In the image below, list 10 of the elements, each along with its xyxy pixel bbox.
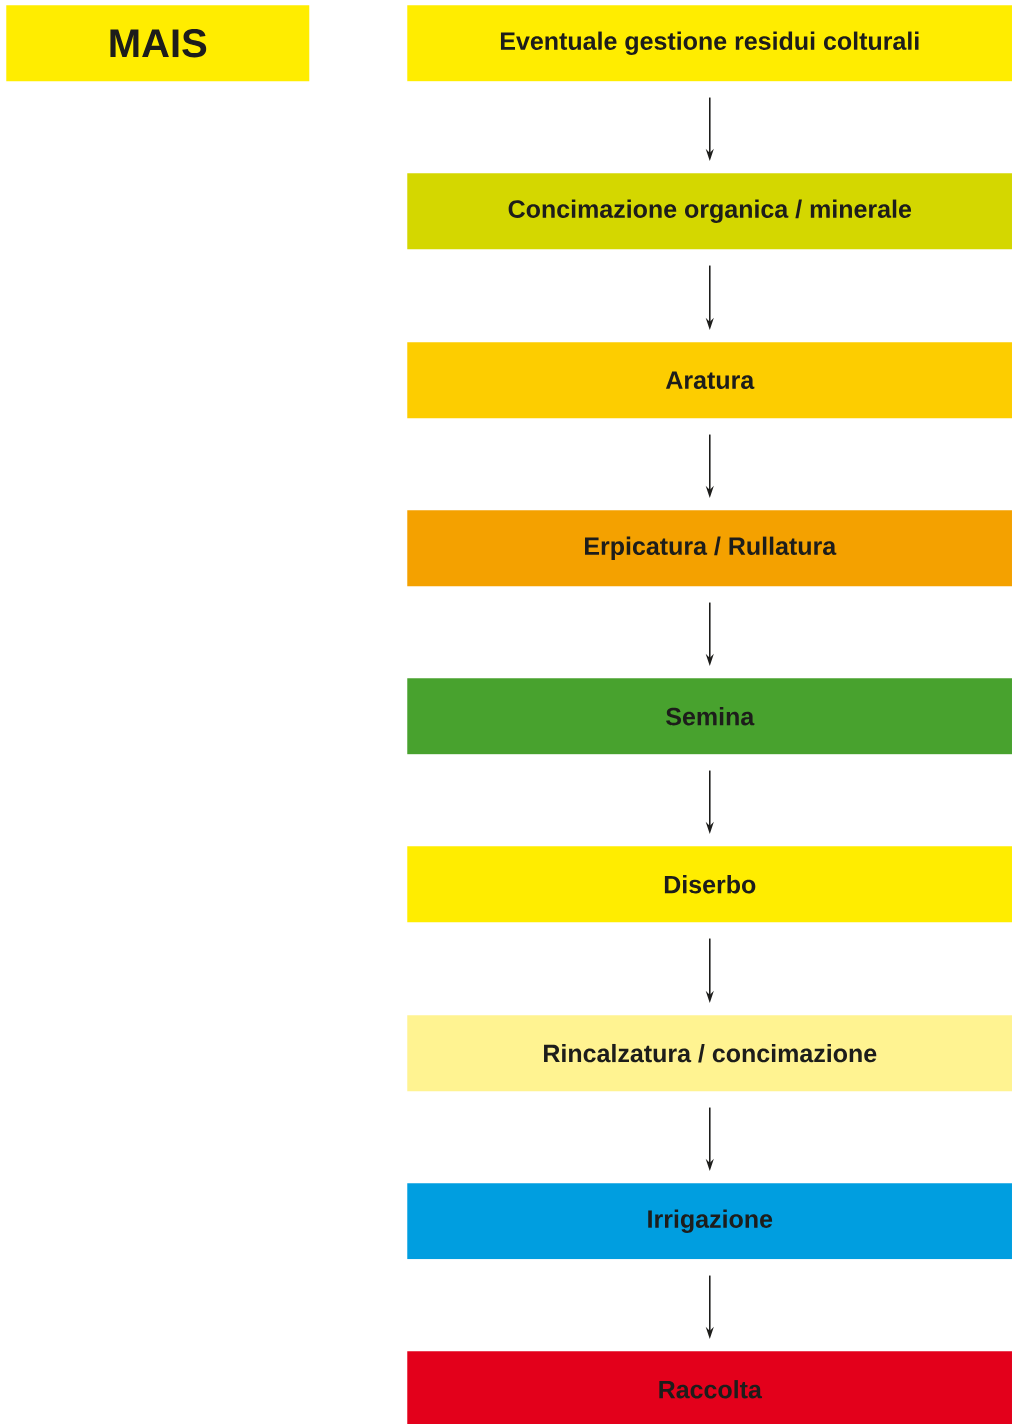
process-box: Rincalzatura / concimazione (407, 1015, 1012, 1092)
process-box: Eventuale gestione residui colturali (407, 5, 1012, 82)
process-box: Concimazione organica / minerale (407, 173, 1012, 250)
process-box: Erpicatura / Rullatura (407, 510, 1012, 587)
process-box: Diserbo (407, 846, 1012, 923)
process-box: Irrigazione (407, 1183, 1012, 1260)
title-box: MAIS (6, 5, 310, 82)
process-box: Raccolta (407, 1351, 1012, 1424)
process-box: Aratura (407, 342, 1012, 419)
process-box: Semina (407, 678, 1012, 755)
